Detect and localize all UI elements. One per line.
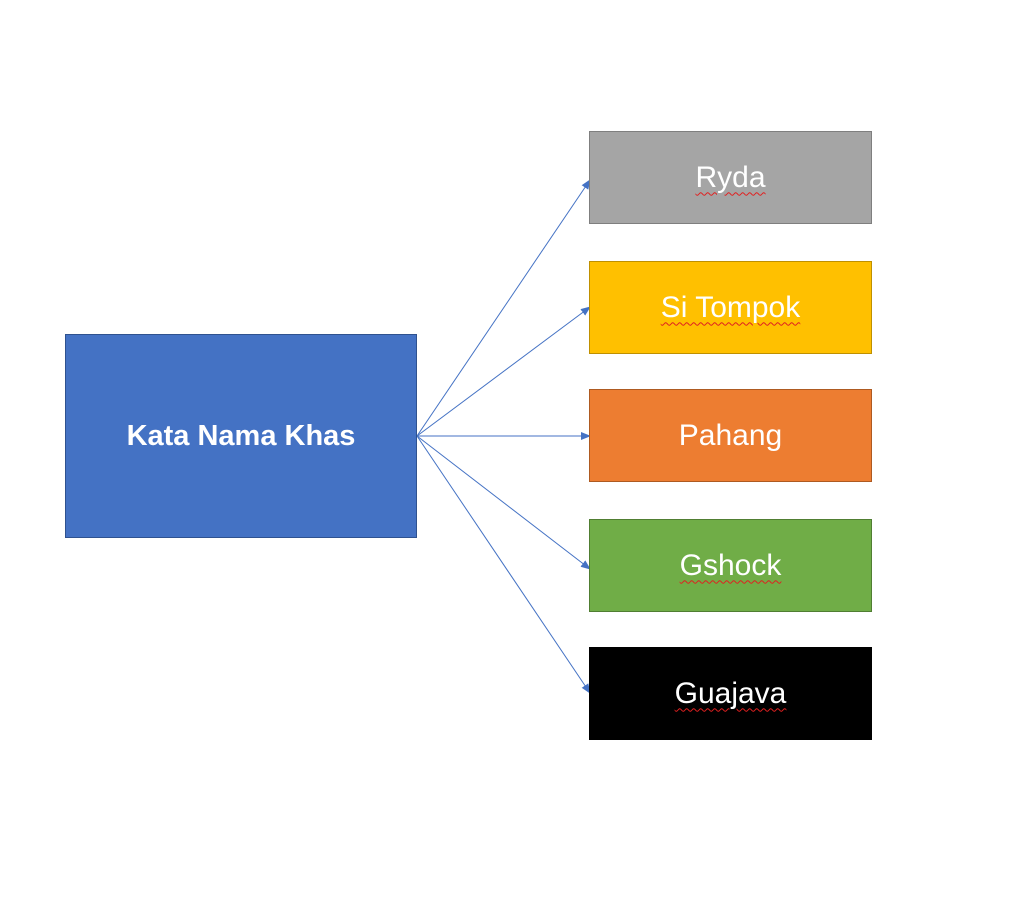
target-label-pahang: Pahang xyxy=(678,418,783,452)
source-box: Kata Nama Khas xyxy=(65,334,417,538)
target-label-gshock: Gshock xyxy=(679,548,782,582)
target-box-pahang: Pahang xyxy=(589,389,872,482)
arrow-ryda xyxy=(416,179,591,437)
target-box-si-tompok: Si Tompok xyxy=(589,261,872,354)
target-label-si-tompok: Si Tompok xyxy=(660,290,801,324)
target-label-ryda: Ryda xyxy=(695,160,766,194)
arrow-gshock xyxy=(416,435,591,570)
source-label: Kata Nama Khas xyxy=(126,419,356,452)
target-box-gshock: Gshock xyxy=(589,519,872,612)
target-box-guajava: Guajava xyxy=(589,647,872,740)
target-box-ryda: Ryda xyxy=(589,131,872,224)
arrow-guajava xyxy=(416,435,591,694)
arrow-si-tompok xyxy=(416,306,591,437)
target-label-guajava: Guajava xyxy=(674,676,787,710)
